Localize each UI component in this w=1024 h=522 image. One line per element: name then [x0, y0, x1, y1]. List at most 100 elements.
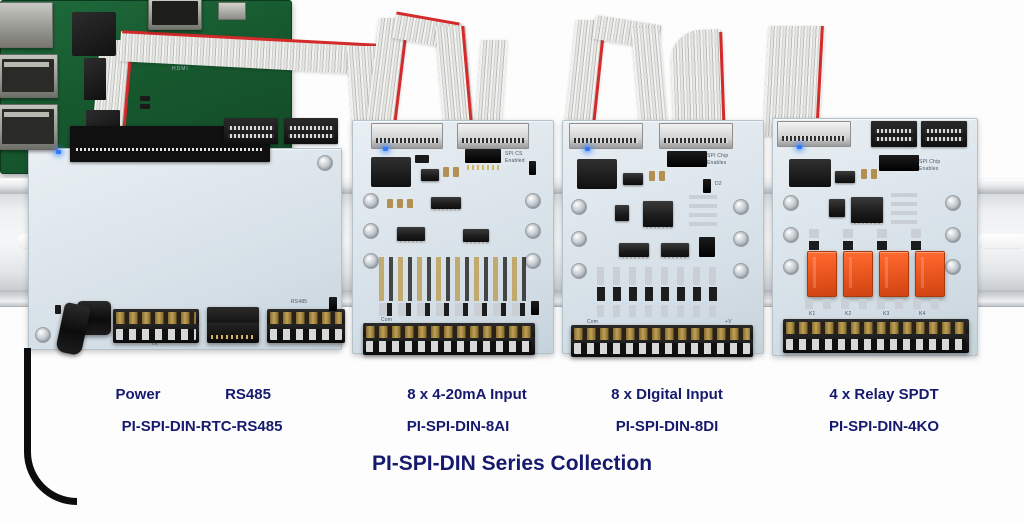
label-8di: 8 x DIgital Input	[611, 386, 723, 403]
pi-usb-chip	[72, 12, 116, 56]
silkscreen-text: TX	[151, 341, 158, 347]
silkscreen-enabled: Enabled	[505, 158, 525, 164]
silkscreen-spi-cs: SPI CS	[505, 151, 523, 157]
screw-terminal-power[interactable]	[113, 309, 199, 343]
ethernet-port[interactable]	[0, 2, 53, 48]
part-number-rtc-rs485: PI-SPI-DIN-RTC-RS485	[121, 418, 283, 435]
input-resistors-row-2	[597, 305, 725, 317]
mounting-hole	[317, 155, 333, 171]
smd-component	[140, 96, 150, 101]
silkscreen-k4: K4	[919, 311, 926, 317]
power-cable	[24, 348, 77, 505]
mounting-hole	[363, 193, 379, 209]
usb-port-bottom[interactable]	[0, 104, 58, 150]
silkscreen-k2: K2	[845, 311, 852, 317]
mounting-hole	[525, 193, 541, 209]
pi-connector	[84, 58, 106, 100]
idc-header-2[interactable]	[284, 118, 338, 144]
silkscreen-d2: D2	[715, 181, 722, 187]
ic-amplifier-1	[397, 227, 425, 243]
label-power: Power	[115, 386, 161, 403]
silkscreen-enables: Enables	[707, 160, 727, 166]
cs-jumper-block[interactable]	[465, 149, 501, 163]
mounting-hole	[945, 195, 961, 211]
pi-silkscreen: HDMI	[172, 66, 189, 72]
isolation-transformer	[789, 159, 831, 187]
mounting-hole	[945, 259, 961, 275]
idc-header-input[interactable]	[371, 123, 443, 149]
isolation-transformer	[577, 159, 617, 189]
header-pins	[211, 335, 255, 339]
mounting-hole	[783, 195, 799, 211]
mounting-hole	[571, 231, 587, 247]
ic-small	[615, 205, 629, 221]
relay-diodes	[809, 241, 945, 250]
idc-header-input[interactable]	[777, 121, 851, 147]
jumper-d2[interactable]	[703, 179, 711, 193]
regulator	[835, 171, 855, 183]
micro-usb-power-port[interactable]	[218, 2, 246, 20]
jumper-block[interactable]	[699, 237, 715, 257]
silkscreen-com: Com	[587, 319, 599, 325]
cs-jumper-block[interactable]	[879, 155, 919, 171]
cs-jumper-pins[interactable]	[467, 165, 499, 170]
module-board-8ai[interactable]: SPI CS Enabled Com	[352, 120, 554, 355]
relay-contact-components	[805, 299, 947, 309]
ic-opto-1	[619, 243, 649, 259]
usb-port-top[interactable]	[0, 54, 58, 98]
ic-opto-2	[661, 243, 689, 259]
label-rs485: RS485	[225, 386, 271, 403]
relay-k4	[915, 251, 945, 297]
regulator	[421, 169, 439, 181]
silkscreen-plusv: +V	[725, 319, 732, 325]
screw-terminal-rs485[interactable]	[267, 309, 345, 343]
mounting-hole	[525, 223, 541, 239]
jumper[interactable]	[329, 297, 337, 311]
smd-component	[649, 171, 655, 181]
idc-header-input[interactable]	[569, 123, 643, 149]
power-led	[797, 145, 802, 149]
mounting-hole	[571, 263, 587, 279]
module-board-8di[interactable]: SPI Chip Enables D2 Com +V	[562, 120, 764, 357]
smd-component	[387, 199, 393, 208]
scene-title: PI-SPI-DIN Series Collection	[371, 452, 653, 475]
cs-jumper-block[interactable]	[667, 151, 707, 167]
channel-resistors	[379, 303, 529, 316]
smd-component	[443, 167, 449, 177]
mounting-hole	[571, 199, 587, 215]
power-led	[383, 147, 388, 151]
mounting-hole	[733, 199, 749, 215]
screw-terminal-4ko[interactable]	[783, 319, 969, 353]
idc-header-output[interactable]	[457, 123, 529, 149]
mounting-hole	[783, 259, 799, 275]
ic-amplifier-2	[463, 229, 489, 244]
idc-header-1[interactable]	[224, 118, 278, 144]
mounting-hole	[363, 223, 379, 239]
isolation-transformer	[371, 157, 411, 187]
idc-header-out-2[interactable]	[921, 121, 967, 147]
input-resistors-row-1	[597, 267, 725, 285]
idc-header-output[interactable]	[659, 123, 733, 149]
resistor-array	[689, 195, 717, 231]
channel-component-matrix	[379, 257, 529, 301]
smd-component	[871, 169, 877, 179]
silkscreen-k1: K1	[809, 311, 816, 317]
raspberry-pi-board[interactable]: HDMI	[0, 0, 292, 174]
smd-component	[55, 305, 61, 314]
hdmi-port[interactable]	[148, 0, 202, 30]
regulator	[623, 173, 643, 185]
screw-terminal-8di[interactable]	[571, 325, 753, 357]
jumper[interactable]	[529, 161, 536, 175]
relay-k1	[807, 251, 837, 297]
smd-component	[659, 171, 665, 181]
din-rail-slot	[978, 234, 1024, 248]
silkscreen-enables: Enables	[919, 166, 939, 172]
mounting-hole	[363, 253, 379, 269]
ic-driver	[829, 199, 845, 217]
screw-terminal-8ai[interactable]	[363, 323, 535, 355]
module-board-4ko[interactable]: SPI Chip Enables K1 K2 K3 K4	[772, 118, 978, 356]
jumper[interactable]	[531, 301, 539, 315]
relay-driver-resistors	[809, 229, 945, 238]
idc-header-out-1[interactable]	[871, 121, 917, 147]
